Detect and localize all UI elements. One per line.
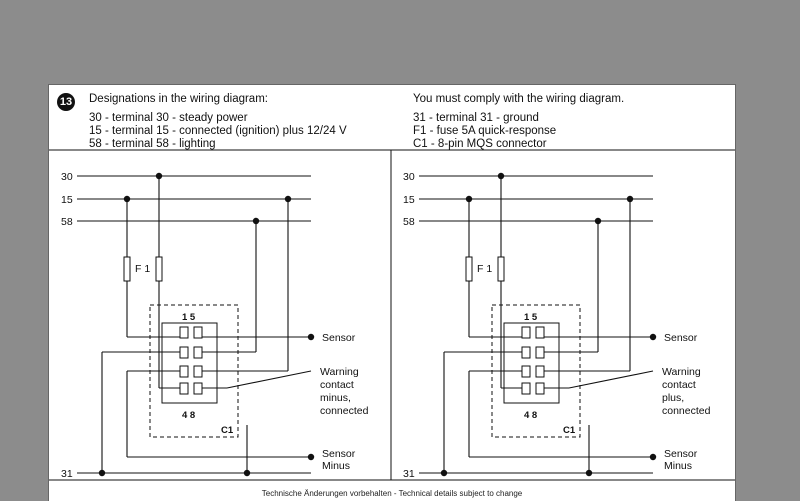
sensor-label: Sensor (322, 332, 356, 344)
connector-label: C1 (563, 425, 576, 436)
sensor-minus-label: Minus (664, 460, 692, 472)
rail-label-15: 15 (403, 194, 415, 206)
warning-contact-label: contact (662, 379, 696, 391)
connector-pin (193, 346, 203, 359)
pin-numbers-top: 1 5 (182, 312, 196, 323)
sensor-minus-label: Sensor (664, 448, 698, 460)
connector-pin (521, 326, 531, 339)
designations-left: Designations in the wiring diagram: 30 -… (59, 93, 347, 151)
connector-pin (193, 326, 203, 339)
designation-line: 58 - terminal 58 - lighting (89, 138, 216, 150)
step-number-badge: 13 (57, 93, 75, 111)
junction-dot (649, 333, 657, 341)
warning-contact-label: connected (662, 405, 711, 417)
footer-note: Technische Änderungen vorbehalten - Tech… (261, 489, 523, 498)
connector-label: C1 (221, 425, 234, 436)
warning-contact-label: connected (320, 405, 369, 417)
rail-label-58: 58 (403, 216, 415, 228)
warning-contact-label: Warning (662, 366, 701, 378)
connector-pin (193, 365, 203, 378)
ground-label-31: 31 (61, 468, 73, 480)
comply-note: You must comply with the wiring diagram. (413, 93, 625, 105)
wire-warning-out (226, 370, 312, 389)
warning-contact-label: minus, (320, 392, 351, 404)
warning-contact-label: contact (320, 379, 354, 391)
connector-pin (535, 365, 545, 378)
connector-pin (521, 365, 531, 378)
connector-pin (535, 346, 545, 359)
rail-label-15: 15 (61, 194, 73, 206)
designations-title: Designations in the wiring diagram: (89, 93, 268, 105)
ground-label-31: 31 (403, 468, 415, 480)
fuse-f1 (123, 256, 131, 282)
connector-body (503, 322, 560, 404)
wire-warning-out (568, 370, 654, 389)
connector-pin (521, 346, 531, 359)
wiring-sheet: 13 Designations in the wiring diagram: 3… (48, 84, 736, 501)
designation-line: 30 - terminal 30 - steady power (89, 112, 248, 124)
rail-label-30: 30 (61, 171, 73, 183)
junction-dot (440, 469, 448, 477)
fuse-label: F 1 (135, 263, 150, 275)
designation-line: 15 - terminal 15 - connected (ignition) … (89, 125, 347, 137)
warning-contact-label: Warning (320, 366, 359, 378)
junction-dot (649, 453, 657, 461)
sensor-minus-label: Minus (322, 460, 350, 472)
pin-numbers-bottom: 4 8 (524, 410, 537, 421)
junction-dot (307, 453, 315, 461)
connector-pin (193, 382, 203, 395)
fuse (497, 256, 505, 282)
connector-pin (535, 382, 545, 395)
designation-line: F1 - fuse 5A quick-response (413, 125, 557, 137)
connector-pin (179, 382, 189, 395)
fuse-label: F 1 (477, 263, 492, 275)
sensor-minus-label: Sensor (322, 448, 356, 460)
sensor-label: Sensor (664, 332, 698, 344)
fuse (155, 256, 163, 282)
pin-numbers-top: 1 5 (524, 312, 538, 323)
connector-pin (535, 326, 545, 339)
junction-dot (98, 469, 106, 477)
designation-line: C1 - 8-pin MQS connector (413, 138, 547, 150)
pin-numbers-bottom: 4 8 (182, 410, 195, 421)
warning-contact-label: plus, (662, 392, 684, 404)
fuse-f1 (465, 256, 473, 282)
connector-pin (179, 326, 189, 339)
connector-pin (179, 346, 189, 359)
connector-body (161, 322, 218, 404)
designations-right: You must comply with the wiring diagram.… (413, 93, 624, 151)
rail-label-58: 58 (61, 216, 73, 228)
connector-pin (521, 382, 531, 395)
designation-line: 31 - terminal 31 - ground (413, 112, 539, 124)
junction-dot (307, 333, 315, 341)
rail-label-30: 30 (403, 171, 415, 183)
connector-pin (179, 365, 189, 378)
